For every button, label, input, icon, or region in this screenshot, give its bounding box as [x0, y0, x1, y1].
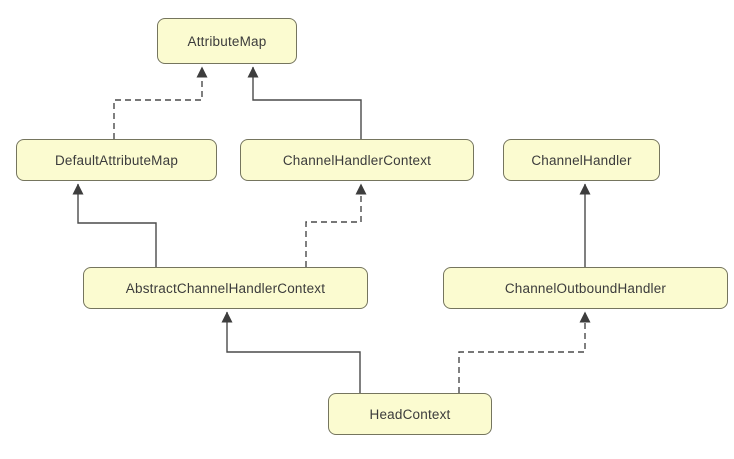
node-defaultattributemap: DefaultAttributeMap [16, 139, 217, 181]
node-channelhandler-label: ChannelHandler [531, 152, 632, 168]
node-channeloutboundhandler-label: ChannelOutboundHandler [504, 280, 667, 296]
edge-abstractchannelhandlercontext-to-defaultattributemap [72, 183, 157, 267]
edge-headcontext-to-abstractchannelhandlercontext [221, 311, 361, 393]
node-channeloutboundhandler: ChannelOutboundHandler [443, 267, 728, 309]
node-channelhandlercontext-label: ChannelHandlerContext [282, 152, 432, 168]
edge-defaultattributemap-to-attributemap [113, 66, 208, 139]
edge-channelhandlercontext-to-attributemap [247, 66, 362, 139]
node-headcontext: HeadContext [328, 393, 492, 435]
node-abstractchannelhandlercontext: AbstractChannelHandlerContext [83, 267, 368, 309]
node-defaultattributemap-label: DefaultAttributeMap [54, 152, 179, 168]
node-attributemap: AttributeMap [157, 18, 297, 64]
node-channelhandler: ChannelHandler [503, 139, 660, 181]
node-attributemap-label: AttributeMap [187, 33, 267, 49]
edge-abstractchannelhandlercontext-to-channelhandlercontext [305, 183, 367, 267]
node-channelhandlercontext: ChannelHandlerContext [240, 139, 474, 181]
edge-headcontext-to-channeloutboundhandler [458, 311, 591, 393]
node-headcontext-label: HeadContext [369, 406, 451, 422]
node-abstractchannelhandlercontext-label: AbstractChannelHandlerContext [125, 280, 326, 296]
